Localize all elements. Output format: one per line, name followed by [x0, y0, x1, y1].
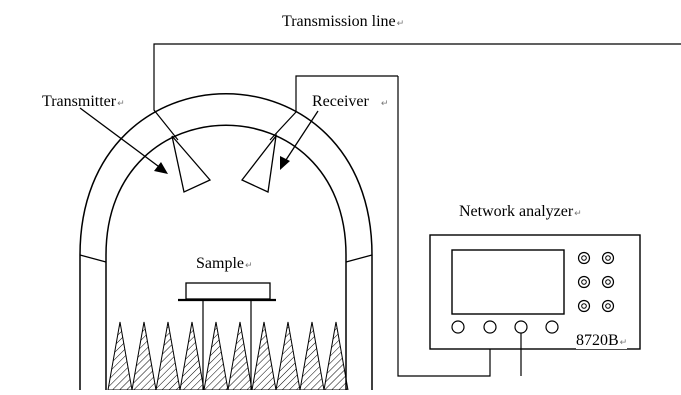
return-mark: ↵ — [380, 99, 389, 109]
model-text: 8720B — [576, 332, 619, 349]
transmitter-horn-icon — [171, 135, 212, 193]
sample-label: Sample↵ — [196, 256, 253, 272]
knob-icon — [605, 279, 611, 285]
port-icon — [545, 320, 559, 334]
transmitter-arrow — [79, 107, 167, 173]
port-icon — [451, 320, 465, 334]
knob-icon — [577, 299, 591, 313]
absorber-cone — [107, 321, 133, 391]
knob-icon — [577, 251, 591, 265]
sample-block — [185, 282, 271, 300]
absorber-cones — [107, 321, 349, 391]
knob-icon — [581, 255, 587, 261]
absorber-cone — [155, 321, 181, 391]
return-mark: ↵ — [396, 19, 405, 29]
analyzer-screen — [451, 249, 565, 315]
wall-divider-right — [345, 254, 373, 263]
wall-divider-left — [79, 254, 107, 263]
chamber-outer-wall — [79, 93, 373, 390]
port-icon — [514, 320, 528, 334]
network-analyzer-text: Network analyzer — [459, 203, 574, 220]
knob-icon — [605, 255, 611, 261]
knob-icon — [601, 251, 615, 265]
knob-icon — [601, 275, 615, 289]
sample-text: Sample — [196, 255, 244, 272]
return-mark: ↵ — [117, 99, 125, 109]
model-label: 8720B↵ — [576, 332, 628, 349]
analyzer-knobs — [577, 251, 615, 313]
network-analyzer-label: Network analyzer↵ — [459, 204, 582, 220]
absorber-cone — [275, 321, 301, 391]
absorber-cone — [251, 321, 277, 391]
absorber-cone — [323, 321, 349, 391]
transmitter-text: Transmitter — [42, 93, 117, 110]
transmission-line-label: Transmission line↵ — [282, 14, 404, 30]
receiver-horn-icon — [240, 133, 277, 193]
knob-icon — [605, 303, 611, 309]
absorber-cone — [179, 321, 205, 391]
chamber-inner-wall — [105, 124, 347, 390]
return-mark: ↵ — [574, 209, 582, 219]
port-icon — [483, 320, 497, 334]
transmitter-label: Transmitter↵ — [42, 94, 125, 110]
receiver-arrow — [281, 110, 319, 167]
return-mark: ↵ — [619, 338, 628, 348]
transmitter-arrowhead — [154, 162, 168, 174]
absorber-cone — [299, 321, 325, 391]
transmission-line-text: Transmission line — [282, 13, 396, 30]
receiver-label: Receiver ↵ — [312, 94, 388, 110]
absorber-cone — [203, 321, 229, 391]
knob-icon — [577, 275, 591, 289]
return-mark: ↵ — [245, 261, 253, 271]
receiver-text: Receiver — [312, 93, 369, 110]
knob-icon — [581, 279, 587, 285]
knob-icon — [601, 299, 615, 313]
absorber-cone — [227, 321, 253, 391]
transmission-line-cable — [153, 43, 681, 141]
absorber-cone — [131, 321, 157, 391]
receiver-feed — [269, 75, 398, 141]
analyzer-ports — [451, 320, 559, 334]
receiver-arrowhead — [280, 156, 290, 170]
knob-icon — [581, 303, 587, 309]
